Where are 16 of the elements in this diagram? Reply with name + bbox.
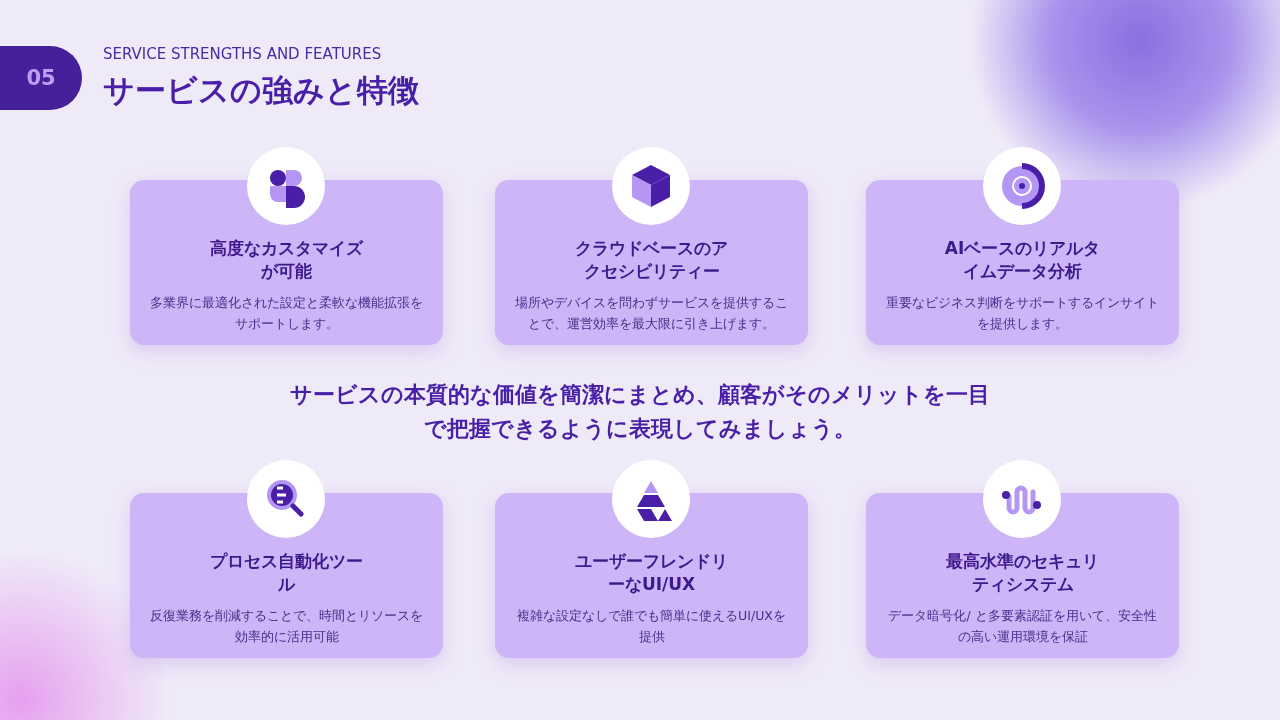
card-heading: 最高水準のセキュリティシステム [945, 550, 1100, 596]
card-heading: ユーザーフレンドリーなUI/UX [574, 550, 729, 596]
message-text: サービスの本質的な価値を簡潔にまとめ、顧客がそのメリットを一目で把握できるように表現してみましょう。 [289, 381, 991, 443]
title: サービスの強みと特徴 [103, 71, 419, 110]
card-heading: プロセス自動化ツール [209, 550, 364, 596]
card-description: 多業界に最適化された設定と柔軟な機能拡張をサポートします。 [149, 294, 424, 333]
card-heading: 高度なカスタマイズが可能 [209, 237, 365, 283]
card-description: 重要なビジネス判断をサポートするインサイトを提供します。 [885, 294, 1160, 333]
card-heading: クラウドベースのアクセシビリティー [574, 237, 729, 283]
card-description: 場所やデバイスを問わずサービスを提供することで、運営効率を最大限に引き上げます。 [514, 294, 789, 333]
section-number-badge: 05 [0, 46, 82, 110]
card-description: 複雑な設定なしで誰でも簡単に使えるUI/UXを提供 [516, 607, 787, 646]
card-description: 反復業務を削減することで、時間とリソースを効率的に活用可能 [149, 607, 424, 646]
card-description: データ暗号化/ と多要素認証を用いて、安全性の高い運用環境を保証 [887, 607, 1158, 646]
subtitle: SERVICE STRENGTHS AND FEATURES [103, 45, 382, 63]
card-heading: AIベースのリアルタイムデータ分析 [943, 237, 1102, 283]
